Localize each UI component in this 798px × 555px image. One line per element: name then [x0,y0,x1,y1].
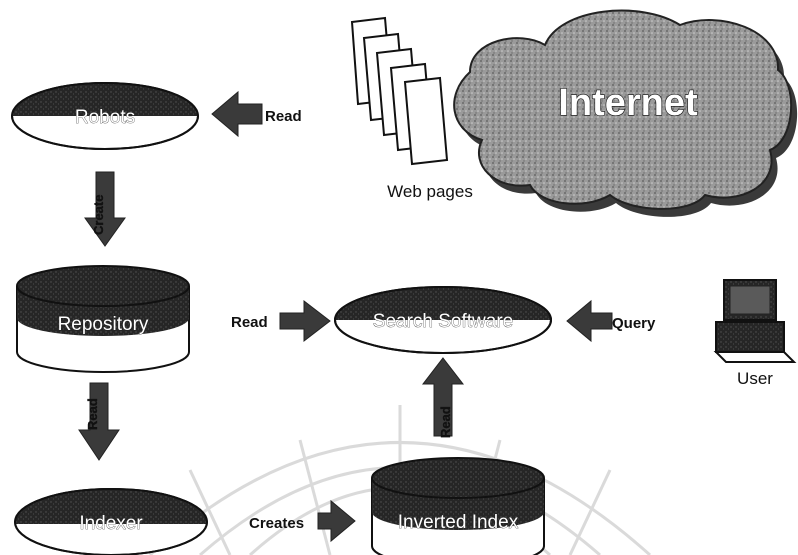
robots-read-arrow: Read [211,90,302,138]
index-read-search-arrow: Read [421,357,465,438]
indexer-creates-arrow: Creates [249,499,356,543]
robots-create-label: Create [91,195,106,235]
inverted-index-label: Inverted Index [398,512,519,533]
user-label: User [737,369,773,388]
repository-label: Repository [58,314,149,335]
robots-label: Robots [75,107,135,128]
query-arrow: Query [566,299,656,343]
search-software-label: Search Software [373,311,513,332]
robots-node: Robots [11,82,199,150]
web-pages-icon [350,16,449,166]
repository-read-indexer-label: Read [85,398,100,430]
query-label: Query [612,315,656,332]
repository-node: Repository [16,265,190,373]
internet-label: Internet [558,82,698,124]
repository-read-indexer-arrow: Read [78,382,120,461]
index-read-search-label: Read [438,406,453,438]
robots-read-label: Read [265,108,302,125]
robots-create-arrow: Create [84,171,126,247]
inverted-index-node: Inverted Index [371,457,545,555]
search-software-node: Search Software [334,286,552,354]
web-pages-label: Web pages [387,182,473,201]
indexer-node: Indexer [14,488,208,555]
repository-read-search-arrow: Read [231,299,331,343]
internet-cloud: Internet [453,9,798,217]
user-computer-icon [713,279,797,363]
indexer-label: Indexer [79,513,143,534]
repository-read-search-label: Read [231,314,268,331]
indexer-creates-label: Creates [249,515,304,532]
